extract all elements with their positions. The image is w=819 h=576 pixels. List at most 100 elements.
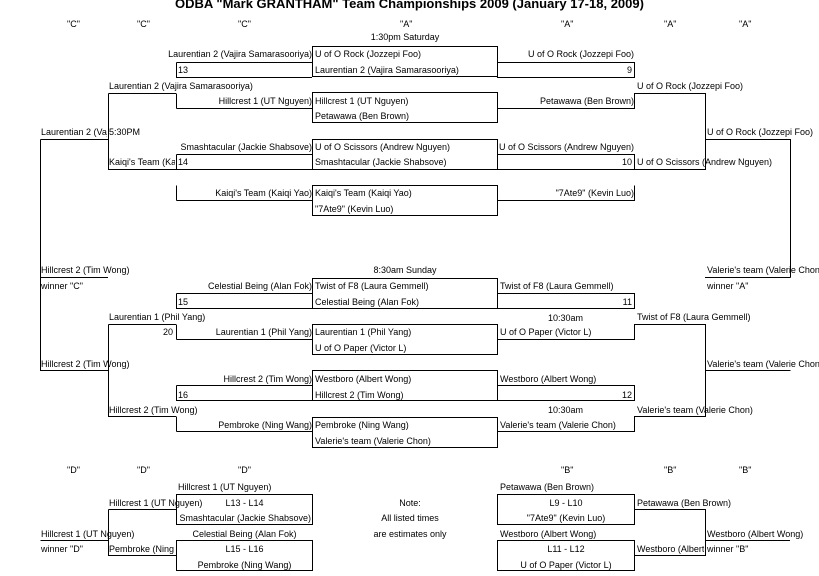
consolation-b-r2-team: Petawawa (Ben Brown) (637, 498, 732, 508)
left-r2-team: Laurentian 1 (Phil Yang) (109, 312, 206, 322)
bracket-header: "A" (561, 19, 574, 29)
note-heading: Note: (399, 498, 421, 508)
left-r2-team: Hillcrest 2 (Tim Wong) (109, 405, 198, 415)
game-1-team-a: U of O Rock (Jozzepi Foo) (315, 49, 422, 59)
bracket-header: "B" (664, 465, 677, 475)
right-r1-team: Westboro (Albert Wong) (500, 374, 597, 384)
left-r1-team: Celestial Being (Alan Fok) (207, 281, 312, 291)
game-time: 10:30am (547, 405, 584, 415)
right-r3-team: U of O Rock (Jozzepi Foo) (707, 127, 814, 137)
right-r1-team: Petawawa (Ben Brown) (539, 96, 634, 106)
game-7-team-a: Westboro (Albert Wong) (315, 374, 412, 384)
consolation-b-team: Petawawa (Ben Brown) (500, 482, 595, 492)
right-r2-team: Twist of F8 (Laura Gemmell) (637, 312, 751, 322)
right-r2-team: U of O Rock (Jozzepi Foo) (637, 81, 744, 91)
consolation-d-team: Hillcrest 1 (UT Nguyen) (178, 482, 272, 492)
game-8-team-b: Valerie's team (Valerie Chon) (315, 436, 431, 446)
left-r3-team: Laurentian 2 (Vajira Samarasooriya) (41, 127, 107, 137)
game-5-team-b: Celestial Being (Alan Fok) (315, 297, 420, 307)
winner-c-label: winner "C" (41, 281, 83, 291)
winner-d-label: winner "D" (41, 544, 83, 554)
left-r3-team: Hillcrest 2 (Tim Wong) (41, 265, 130, 275)
left-r2-team: Kaiqi's Team (Kaiqi Yao) (109, 157, 175, 167)
game-3-team-a: U of O Scissors (Andrew Nguyen) (315, 142, 451, 152)
consolation-b-game-2: L11 - L12 (547, 544, 585, 554)
consolation-d-game-1: L13 - L14 (225, 498, 264, 508)
game-8-team-a: Pembroke (Ning Wang) (315, 420, 409, 430)
game-3-team-b: Smashtacular (Jackie Shabsove) (315, 157, 447, 167)
left-r2-team: Laurentian 2 (Vajira Samarasooriya) (109, 81, 253, 91)
consolation-b-team: Westboro (Albert Wong) (500, 529, 597, 539)
consolation-b-game-1: L9 - L10 (549, 498, 583, 508)
note-text: All listed times (381, 513, 439, 523)
winner-a-label: winner "A" (707, 281, 749, 291)
bracket-header: "B" (739, 465, 752, 475)
game-7-team-b: Hillcrest 2 (Tim Wong) (315, 390, 404, 400)
game-4-team-b: "7Ate9" (Kevin Luo) (315, 204, 394, 214)
game-score: 20 (162, 327, 173, 337)
game-time: 10:30am (547, 313, 584, 323)
game-score: 13 (178, 65, 189, 75)
right-r2-team: U of O Scissors (Andrew Nguyen) (637, 157, 773, 167)
consolation-d-r2-team: Hillcrest 1 (UT Nguyen) (109, 498, 203, 508)
bracket-header: "A" (664, 19, 677, 29)
right-r1-team: Twist of F8 (Laura Gemmell) (500, 281, 614, 291)
bracket-header: "C" (137, 19, 150, 29)
game-score: 12 (621, 390, 632, 400)
bracket-header: "A" (400, 19, 413, 29)
right-r1-team: "7Ate9" (Kevin Luo) (555, 188, 634, 198)
game-score: 16 (178, 390, 189, 400)
right-r1-team: U of O Paper (Victor L) (500, 327, 592, 337)
left-r3-team: Hillcrest 2 (Tim Wong) (41, 359, 130, 369)
consolation-d-team: Celestial Being (Alan Fok) (192, 529, 297, 539)
right-r3-team: Valerie's team (Valerie Chon) (707, 359, 819, 369)
bracket-header: "C" (67, 19, 80, 29)
left-r1-team: Laurentian 1 (Phil Yang) (215, 327, 312, 337)
right-r2-team: Valerie's team (Valerie Chon) (637, 405, 753, 415)
right-r1-team: U of O Scissors (Andrew Nguyen) (498, 142, 634, 152)
right-r1-team: Valerie's team (Valerie Chon) (500, 420, 616, 430)
game-2-team-b: Petawawa (Ben Brown) (315, 111, 410, 121)
bracket-header: "D" (67, 465, 80, 475)
bracket-header: "D" (137, 465, 150, 475)
bracket-header: "D" (238, 465, 251, 475)
left-r1-team: Pembroke (Ning Wang) (218, 420, 312, 430)
consolation-b-team: U of O Paper (Victor L) (520, 560, 612, 570)
left-r1-team: Kaiqi's Team (Kaiqi Yao) (215, 188, 312, 198)
left-r1-team: Hillcrest 2 (Tim Wong) (223, 374, 312, 384)
session-time-saturday: 1:30pm Saturday (370, 32, 440, 42)
session-time-sunday: 8:30am Sunday (373, 265, 437, 275)
left-r1-team: Hillcrest 1 (UT Nguyen) (218, 96, 312, 106)
consolation-d-team: Pembroke (Ning Wang) (197, 560, 292, 570)
game-score: 10 (621, 157, 632, 167)
game-score: 9 (626, 65, 632, 75)
bracket-header: "B" (561, 465, 574, 475)
consolation-b-r3-team: Westboro (Albert Wong) (707, 529, 804, 539)
consolation-b-team: "7Ate9" (Kevin Luo) (526, 513, 606, 523)
game-6-team-a: Laurentian 1 (Phil Yang) (315, 327, 412, 337)
page-title: ODBA "Mark GRANTHAM" Team Championships … (175, 0, 644, 11)
game-1-team-b: Laurentian 2 (Vajira Samarasooriya) (315, 65, 459, 75)
bracket-header: "A" (739, 19, 752, 29)
consolation-d-game-2: L15 - L16 (225, 544, 264, 554)
right-r3-team: Valerie's team (Valerie Chon) (707, 265, 819, 275)
left-r1-team: Laurentian 2 (Vajira Samarasooriya) (168, 49, 312, 59)
game-score: 15 (178, 297, 189, 307)
consolation-b-r2-team: Westboro (Albert Wong) (637, 544, 704, 554)
consolation-d-r2-team: Pembroke (Ning Wang) (109, 544, 175, 554)
game-2-team-a: Hillcrest 1 (UT Nguyen) (315, 96, 409, 106)
game-5-team-a: Twist of F8 (Laura Gemmell) (315, 281, 429, 291)
game-6-team-b: U of O Paper (Victor L) (315, 343, 407, 353)
bracket-header: "C" (238, 19, 251, 29)
consolation-d-r3-team: Hillcrest 1 (UT Nguyen) (41, 529, 135, 539)
game-time: 5:30PM (109, 127, 141, 137)
consolation-d-team: Smashtacular (Jackie Shabsove) (179, 513, 311, 523)
winner-b-label: winner "B" (707, 544, 749, 554)
right-r1-team: U of O Rock (Jozzepi Foo) (527, 49, 634, 59)
note-text: are estimates only (373, 529, 447, 539)
game-4-team-a: Kaiqi's Team (Kaiqi Yao) (315, 188, 412, 198)
game-score: 11 (622, 297, 632, 307)
left-r1-team: Smashtacular (Jackie Shabsove) (180, 142, 312, 152)
game-score: 14 (178, 157, 189, 167)
